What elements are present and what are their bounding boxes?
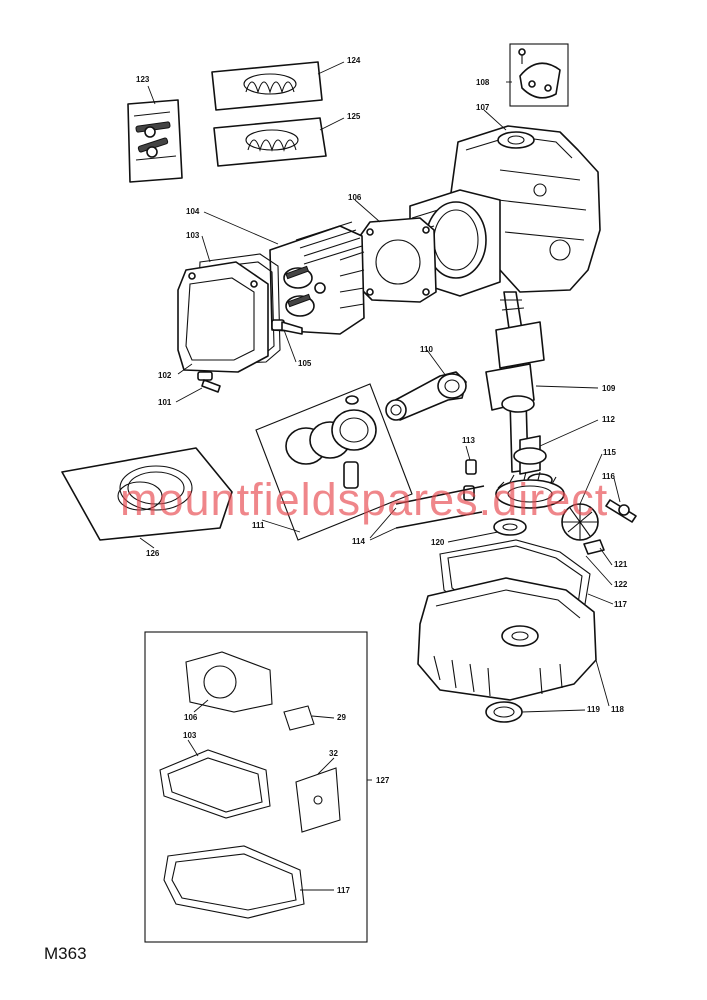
callout-114[interactable]: 114 [352,537,365,546]
callout-104[interactable]: 104 [186,207,200,216]
callout-124[interactable]: 124 [347,56,361,65]
part-109-crankshaft[interactable] [485,291,545,473]
callout-119[interactable]: 119 [587,705,600,714]
callout-111[interactable]: 111 [252,521,265,530]
callout-125[interactable]: 125 [347,112,361,121]
part-118-sump[interactable] [417,577,597,701]
callout-105[interactable]: 105 [298,359,312,368]
callout-107[interactable]: 107 [476,103,490,112]
part-104-cylinder-head[interactable] [269,221,365,335]
callout-117[interactable]: 117 [614,600,627,609]
callout-108[interactable]: 108 [476,78,490,87]
part-110-connecting-rod[interactable] [385,371,467,421]
callout-110[interactable]: 110 [420,345,433,354]
callout-106[interactable]: 106 [348,193,362,202]
callout-112[interactable]: 112 [602,415,615,424]
leader-lines [139,61,621,891]
part-114-push-rods[interactable] [395,485,485,529]
part-111-piston-assembly[interactable] [255,383,413,541]
callout-115[interactable]: 115 [603,448,616,457]
part-120-washer[interactable] [493,518,527,536]
callout-123[interactable]: 123 [136,75,150,84]
part-123-valve-kit-bag[interactable] [127,99,183,183]
diagram-code: M363 [44,944,87,963]
callout-122[interactable]: 122 [614,580,628,589]
part-101-screw[interactable] [197,371,221,393]
callout-29[interactable]: 29 [337,713,346,722]
callout-109[interactable]: 109 [602,384,616,393]
callout-121[interactable]: 121 [614,560,628,569]
callout-127[interactable]: 127 [376,776,390,785]
callout-labels: 123 124 125 108 107 104 103 106 102 101 … [136,56,628,895]
callout-120[interactable]: 120 [431,538,445,547]
part-121-clip[interactable] [583,539,605,555]
part-124-spring-kit-bag[interactable] [211,61,323,111]
part-115-cam-gear[interactable] [495,471,599,541]
part-126-gasket-set-bag[interactable] [61,447,233,541]
part-108-breather-bracket[interactable] [509,43,569,107]
watermark-text: mountfieldspares.direct [120,474,608,525]
callout-116[interactable]: 116 [602,472,615,481]
callout-32[interactable]: 32 [329,749,338,758]
callout-101[interactable]: 101 [158,398,172,407]
part-105-head-bolt[interactable] [271,319,303,335]
part-127-gasket-kit[interactable] [144,631,368,943]
part-102-rocker-cover[interactable] [177,261,269,373]
callout-118[interactable]: 118 [611,705,624,714]
callout-117-kit[interactable]: 117 [337,886,350,895]
part-125-spring-kit-bag[interactable] [213,117,327,167]
callout-103-kit[interactable]: 103 [183,731,197,740]
callout-106-kit[interactable]: 106 [184,713,198,722]
part-107-cylinder-block[interactable] [409,125,601,297]
part-119-oil-seal[interactable] [485,701,523,723]
callout-126[interactable]: 126 [146,549,160,558]
callout-102[interactable]: 102 [158,371,172,380]
part-106-head-gasket[interactable] [359,217,437,303]
callout-113[interactable]: 113 [462,436,475,445]
part-116-governor-arm[interactable] [605,499,637,523]
callout-103[interactable]: 103 [186,231,200,240]
